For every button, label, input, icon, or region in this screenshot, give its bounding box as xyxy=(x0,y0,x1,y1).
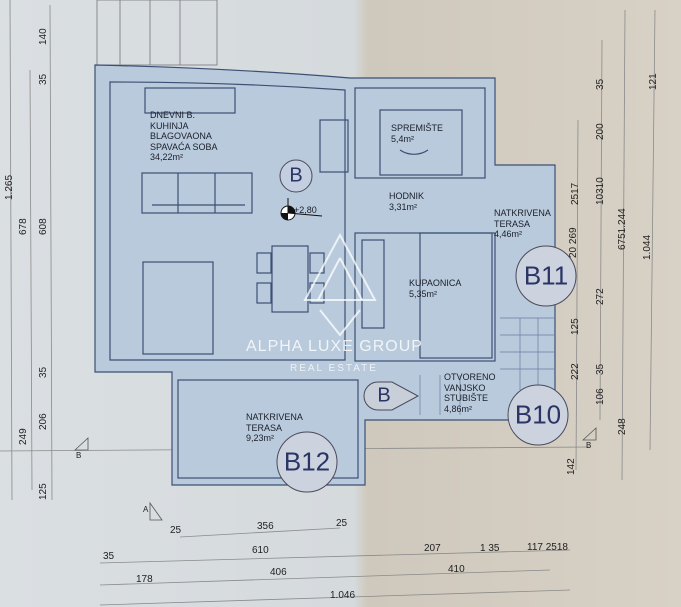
dimension-label: 248 xyxy=(617,418,628,435)
dimension-label: 1.044 xyxy=(642,234,653,260)
section-mark-left: B xyxy=(76,451,82,460)
room-name: DNEVNI B. xyxy=(150,110,196,120)
dimension-label: 1.046 xyxy=(330,590,356,601)
dimension-label: 125 xyxy=(38,483,49,500)
room-area: 34,22m² xyxy=(150,152,184,162)
watermark-subtitle: REAL ESTATE xyxy=(290,363,378,374)
dimension-label: 25 xyxy=(336,518,348,529)
room-name: TERASA xyxy=(494,218,531,229)
room-name: VANJSKO xyxy=(444,382,486,393)
level-marker-icon xyxy=(280,198,323,221)
dimension-label: 272 xyxy=(595,288,606,305)
dimension-label: 35 xyxy=(38,366,49,378)
dimension-label: 200 xyxy=(595,123,606,140)
room-name: SPREMIŠTE xyxy=(391,123,444,133)
room-name: TERASA xyxy=(246,422,283,433)
room-area: 4,86m² xyxy=(444,403,473,414)
dimension-label: 249 xyxy=(18,428,29,445)
section-mark-bottom: A xyxy=(143,505,149,514)
room-name: HODNIK xyxy=(389,191,425,201)
dimension-label: 410 xyxy=(448,564,465,575)
watermark-logo-icon xyxy=(303,232,377,337)
room-name: STUBIŠTE xyxy=(444,393,489,403)
unit-tag-b10: B10 xyxy=(514,399,562,430)
dimension-lines xyxy=(0,0,656,606)
level-mark: +2,80 xyxy=(294,205,317,215)
dimension-label: 35 xyxy=(103,551,115,562)
room-area: 4,46m² xyxy=(494,229,523,239)
dimension-label: 178 xyxy=(136,574,153,585)
dimension-label: 1.265 xyxy=(4,174,15,200)
room-name: KUHINJA xyxy=(150,120,189,131)
unit-tag-b11: B11 xyxy=(523,260,569,291)
room-area: 5,35m² xyxy=(409,288,438,299)
dimension-label: 117 2518 xyxy=(527,542,568,553)
unit-tag-b: B xyxy=(289,164,303,187)
dimension-label: 121 xyxy=(648,73,659,90)
dimension-label: 142 xyxy=(566,458,577,475)
room-name: NATKRIVENA xyxy=(246,412,303,422)
dimension-label: 608 xyxy=(38,218,49,235)
room-name: SPAVAĆA SOBA xyxy=(150,141,218,152)
watermark-brand: ALPHA LUXE GROUP xyxy=(246,338,423,355)
dimension-label: 6751.244 xyxy=(617,208,628,250)
dimension-label: 20 269 xyxy=(568,227,579,258)
dimension-label: 222 xyxy=(570,363,581,380)
dimension-label: 25 xyxy=(170,525,182,536)
dimension-label: 406 xyxy=(270,567,287,578)
dimension-label: 125 xyxy=(570,318,581,335)
section-mark-right: B xyxy=(586,441,592,450)
dimension-label: 10310 xyxy=(595,177,606,205)
room-name: BLAGOVAONA xyxy=(150,131,212,141)
room-name: KUPAONICA xyxy=(409,278,462,288)
dimension-label: 610 xyxy=(252,545,269,556)
room-name: NATKRIVENA xyxy=(494,208,551,218)
dimension-label: 207 xyxy=(424,543,441,554)
dimension-label: 678 xyxy=(18,218,29,235)
room-area: 5,4m² xyxy=(391,133,415,144)
dimension-label: 35 xyxy=(38,73,49,85)
room-name: OTVORENO xyxy=(444,372,496,382)
dimension-label: 356 xyxy=(257,521,274,532)
dimension-label: 2517 xyxy=(570,182,581,205)
dimension-label: 35 xyxy=(595,363,606,375)
room-area: 3,31m² xyxy=(389,201,418,212)
dimension-label: 140 xyxy=(38,28,49,45)
dimension-label: 1 35 xyxy=(480,543,500,554)
dimension-label: 206 xyxy=(38,413,49,430)
dimension-label: 106 xyxy=(595,388,606,405)
dimension-label: 35 xyxy=(595,78,606,90)
room-area: 9,23m² xyxy=(246,433,275,443)
unit-tag-b12: B12 xyxy=(283,446,331,477)
stair-tag-b: B xyxy=(377,384,391,407)
